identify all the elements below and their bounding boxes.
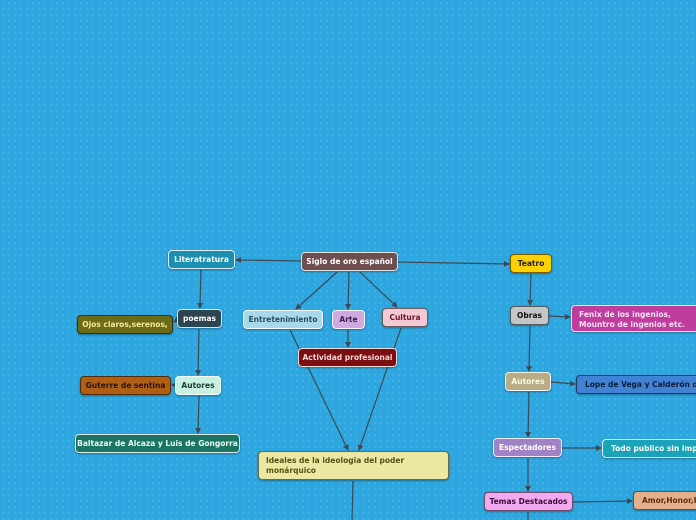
node-espectadores[interactable]: Espectadores [493, 438, 562, 457]
node-arte[interactable]: Arte [332, 310, 365, 329]
link-root-arte [345, 271, 352, 310]
link-cultura-ideales [357, 327, 402, 451]
link-root-cultura [359, 271, 398, 308]
node-autores-teatro[interactable]: Autores [505, 372, 551, 391]
node-todo-publico[interactable]: Todo publico sin impo [602, 439, 696, 458]
link-root-literatura [235, 257, 302, 264]
link-autores-lope [550, 380, 576, 387]
node-temas-destacados[interactable]: Temas Destacados [484, 492, 573, 511]
link-ideales-down [351, 480, 354, 520]
node-actividad-profesional[interactable]: Actividad profesional [298, 348, 397, 367]
node-autores-literatura[interactable]: Autores [175, 376, 221, 395]
node-baltazar[interactable]: Baltazar de Alcaza y Luis de Gongorra [75, 434, 240, 453]
link-root-entretenimiento [295, 271, 338, 310]
link-poemas-ojos [173, 316, 180, 323]
link-root-teatro [397, 260, 510, 267]
link-autores-baltazar [195, 395, 202, 434]
node-amor-honor[interactable]: Amor,Honor,H [633, 491, 696, 510]
node-obras[interactable]: Obras [510, 306, 549, 325]
node-entretenimiento[interactable]: Entretenimiento [243, 310, 323, 329]
node-literatura[interactable]: Literatratura [168, 250, 235, 269]
link-temas-amor [572, 498, 633, 505]
link-poemas-autores [195, 328, 202, 376]
node-ideales[interactable]: Ideales de la ideologia del poder monárq… [258, 451, 449, 480]
node-lope-de-vega[interactable]: Lope de Vega y Calderón de [576, 375, 696, 394]
node-teatro[interactable]: Teatro [510, 254, 552, 273]
link-obras-autores [526, 325, 533, 372]
link-autores-espectadores [525, 391, 532, 438]
link-obras-fenix [548, 313, 571, 320]
node-ojos-claros[interactable]: Ojos claros,serenos, [77, 315, 173, 334]
node-guterre[interactable]: Guterre de sentina [80, 376, 171, 395]
node-cultura[interactable]: Cultura [382, 308, 428, 327]
node-fenix-ingenios[interactable]: Fenix de los ingenios, Mountro de ingeni… [571, 305, 696, 332]
node-poemas[interactable]: poemas [177, 309, 222, 328]
link-literatura-poemas [197, 269, 204, 309]
node-siglo-de-oro[interactable]: Siglo de oro español [301, 252, 398, 271]
link-teatro-obras [527, 273, 534, 306]
